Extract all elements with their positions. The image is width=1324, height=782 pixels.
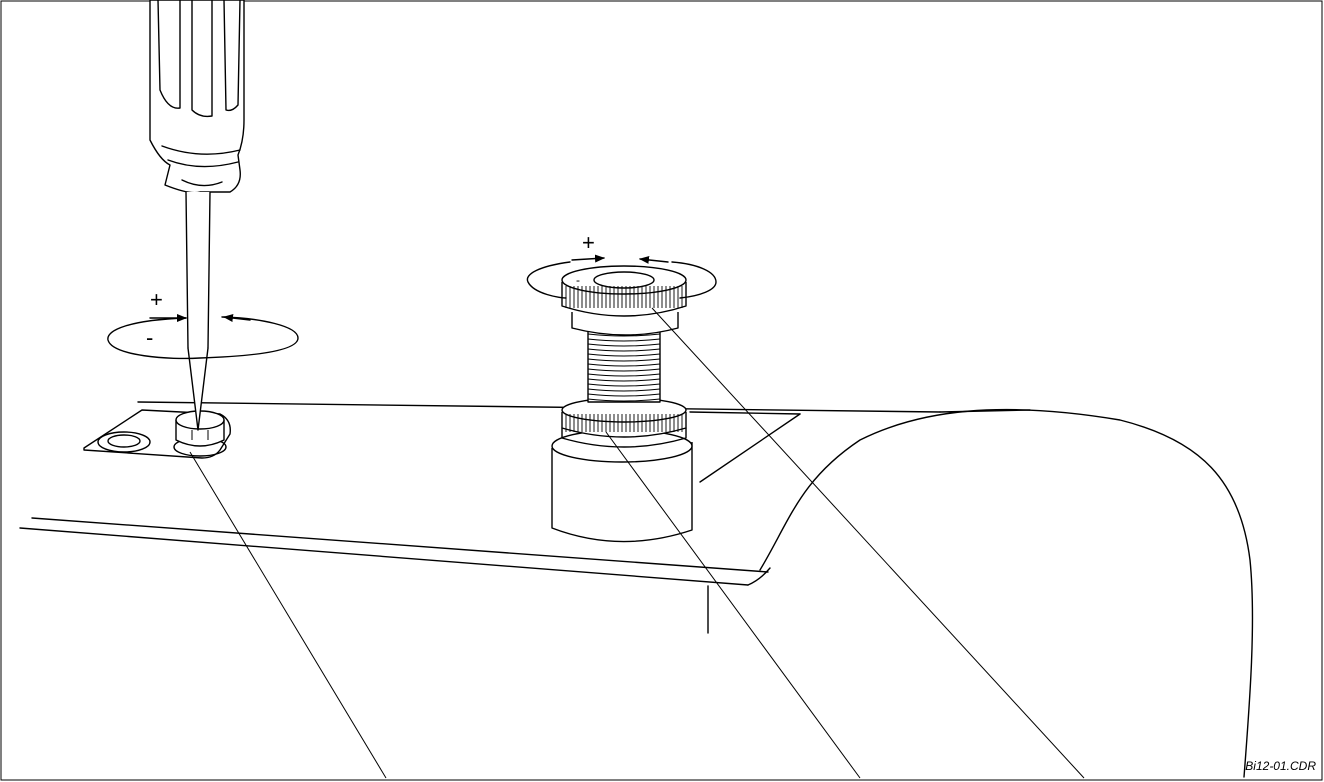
machine-housing-curve	[689, 408, 1254, 778]
threaded-shaft	[587, 329, 661, 403]
knob-plus-label: +	[582, 230, 595, 255]
figure-reference-label: Bi12-01.CDR	[1245, 759, 1316, 773]
lock-nut	[561, 397, 687, 448]
screw-rotation-indicator	[107, 314, 299, 360]
leader-lines	[189, 307, 1085, 779]
knob-minus-label: -	[576, 273, 580, 287]
screwdriver	[149, 0, 245, 431]
leader-line-screw	[189, 451, 387, 779]
machine-top-surface	[19, 401, 941, 634]
adjustment-knob	[561, 265, 687, 336]
leader-line-knob	[651, 307, 1085, 779]
lock-nut-knurling	[565, 414, 683, 432]
knob-rotation-indicator	[526, 254, 717, 299]
screw-plus-label: +	[150, 287, 163, 312]
screw-minus-label: -	[146, 325, 153, 350]
knob-base-housing	[551, 429, 693, 543]
leader-line-lock-nut	[605, 431, 861, 779]
adjustment-screw-head	[173, 410, 227, 457]
